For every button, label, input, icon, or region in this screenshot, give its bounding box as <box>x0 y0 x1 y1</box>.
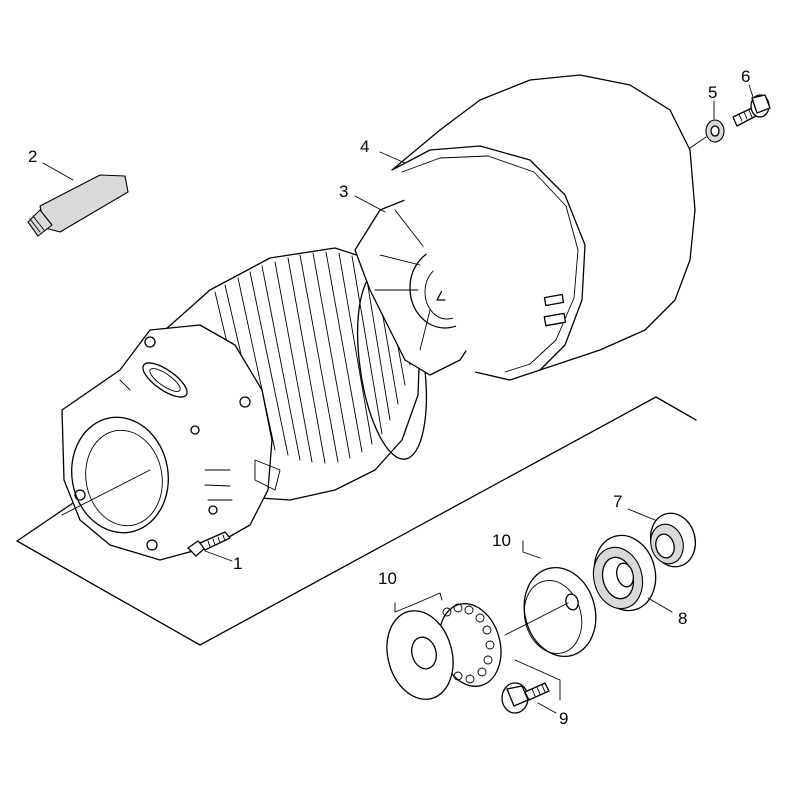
callout-6: 6 <box>741 67 750 86</box>
callout-2: 2 <box>28 147 37 166</box>
part-6-cap-screw <box>732 84 771 127</box>
part-5-washer <box>689 100 725 149</box>
part-8-bearing <box>592 534 673 613</box>
part-9-flange-bolt <box>501 659 561 714</box>
callout-5: 5 <box>708 83 717 102</box>
part-2-grease-tube <box>27 162 129 237</box>
callout-10-upper: 10 <box>492 531 511 550</box>
motor-housing <box>61 247 427 561</box>
callout-9: 9 <box>559 709 568 728</box>
assembly-group-frame <box>16 396 697 646</box>
part-10-bearing-cup-upper <box>522 540 597 658</box>
callout-labels: 1 2 3 4 5 6 7 8 9 10 10 <box>28 67 750 728</box>
callout-4: 4 <box>360 137 369 156</box>
part-7-seal <box>627 508 697 568</box>
callout-10-lower: 10 <box>378 569 397 588</box>
callout-1: 1 <box>233 554 242 573</box>
callout-7: 7 <box>613 492 622 511</box>
part-1-screw <box>187 531 233 562</box>
part-4-fan-cover <box>379 74 696 381</box>
callout-8: 8 <box>678 609 687 628</box>
callout-3: 3 <box>339 182 348 201</box>
part-10-thrust-bearing-lower <box>386 592 569 700</box>
